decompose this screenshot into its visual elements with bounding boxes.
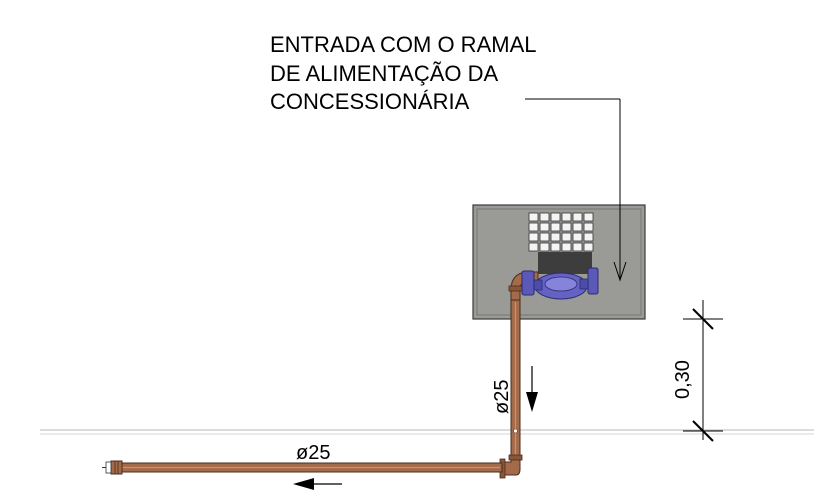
callout-line-3: CONCESSIONÁRIA [270,89,470,114]
grille-cell [583,212,594,222]
grille-cell [539,222,550,232]
grille-cell [583,222,594,232]
flow-arrow-down-icon [526,366,538,412]
grille-cell [561,222,572,232]
height-dimension [683,300,723,442]
grille-cell [539,232,550,242]
box-grille [528,212,594,252]
vertical-pipe-diameter-label: ø25 [491,380,513,414]
grille-cell [561,242,572,252]
grille-cell [539,242,550,252]
flow-arrow-left-icon [293,478,342,490]
horizontal-pipe-diameter-label: ø25 [296,442,330,464]
grille-cell [550,212,561,222]
height-dimension-label: 0,30 [672,360,694,399]
grille-cell [528,242,539,252]
pipe-end-fitting [102,460,123,475]
callout-leader [525,98,627,282]
grille-cell [561,212,572,222]
grille-cell [572,222,583,232]
grille-cell [528,232,539,242]
grille-cell [528,212,539,222]
callout-line-2: DE ALIMENTAÇÃO DA [270,61,499,86]
grille-cell [583,242,594,252]
grille-cell [539,212,550,222]
grille-cell [572,242,583,252]
grille-cell [550,242,561,252]
horizontal-pipe [119,462,503,473]
grille-cell [550,222,561,232]
callout-label: ENTRADA COM O RAMAL DE ALIMENTAÇÃO DA CO… [270,32,536,114]
grille-cell [572,212,583,222]
water-meter [521,267,599,300]
ground-line [40,429,814,435]
pipe-elbow-bottom [499,454,523,479]
grille-cell [550,232,561,242]
grille-cell [583,232,594,242]
grille-cell [572,232,583,242]
grille-cell [561,232,572,242]
grille-cell [528,222,539,232]
meter-backplate [538,252,592,274]
callout-line-1: ENTRADA COM O RAMAL [270,32,536,57]
